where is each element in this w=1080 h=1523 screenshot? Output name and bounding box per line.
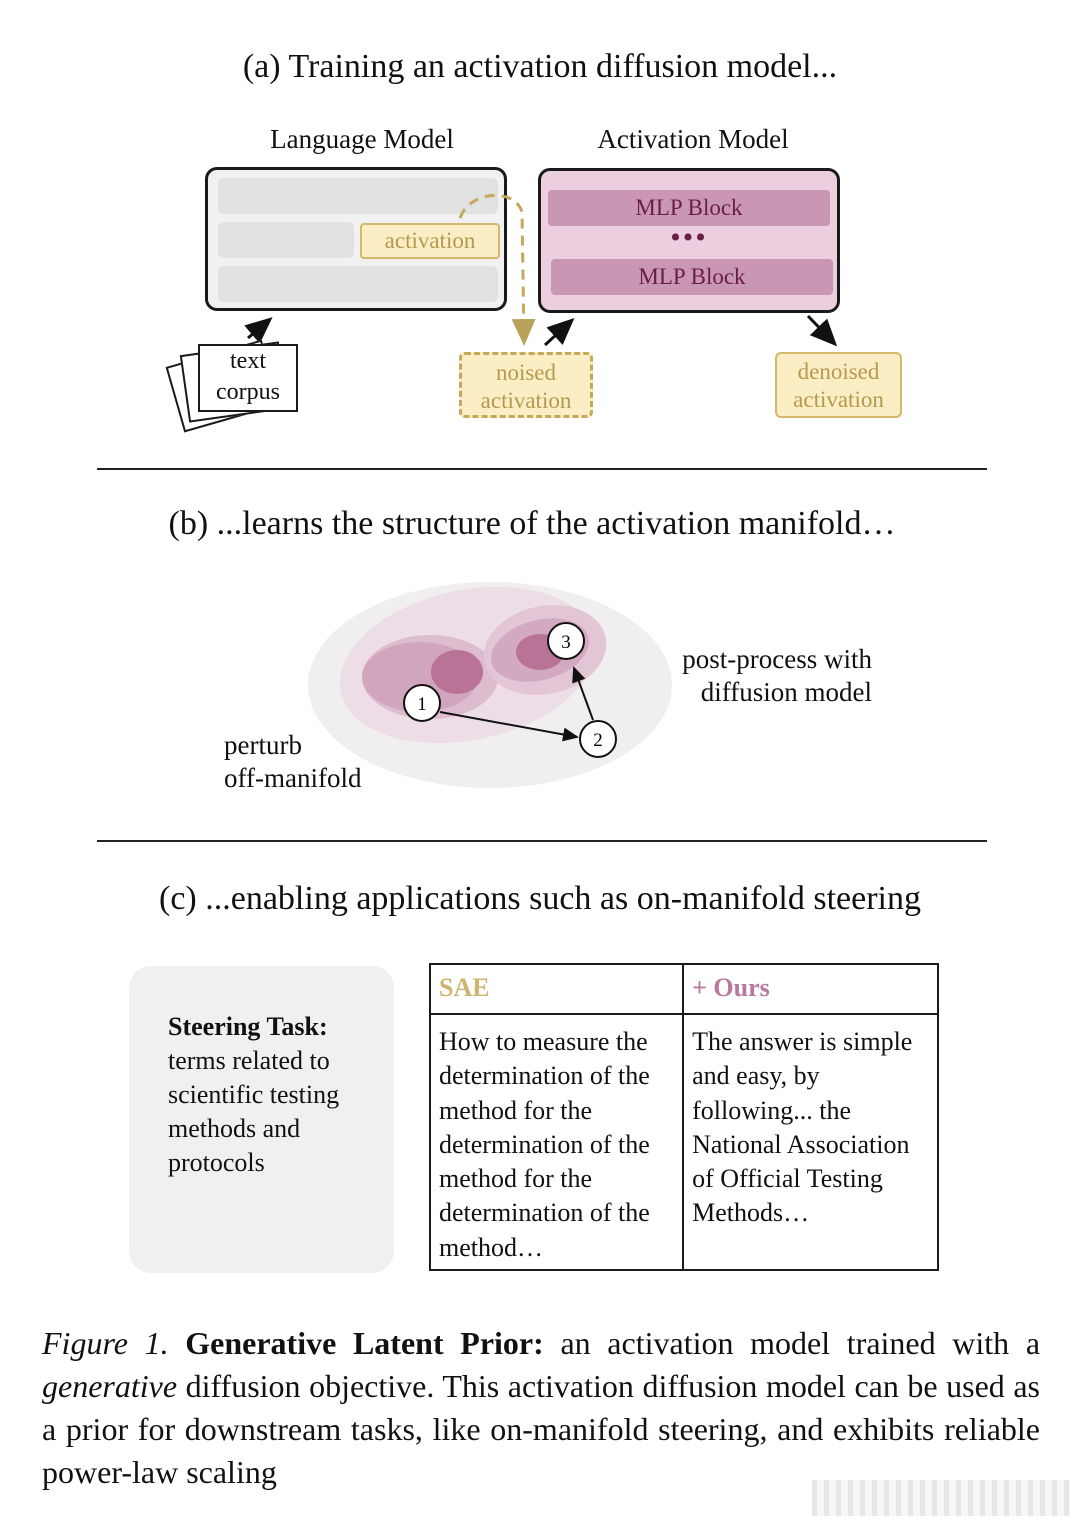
panel-b-title: (b) ...learns the structure of the activ… [168, 505, 896, 542]
arrow-corpus-to-lm [244, 317, 273, 344]
manifold-core-left [431, 650, 483, 694]
mlp-block-top: MLP Block [548, 190, 830, 226]
activation-model-label: Activation Model [597, 124, 789, 154]
mlp-block-bottom: MLP Block [551, 259, 833, 295]
lm-layer [218, 222, 354, 258]
noised-activation-line-2: activation [480, 388, 572, 413]
perturb-label-line-1: perturb [224, 730, 302, 760]
caption-label: Figure 1. [42, 1325, 169, 1361]
node-2: 2 [579, 720, 617, 758]
caption-text-2: diffusion objective. This activation dif… [42, 1368, 1040, 1490]
figure-caption: Figure 1. Generative Latent Prior: an ac… [42, 1322, 1040, 1494]
lm-layer [218, 266, 498, 302]
caption-text-1: an activation model trained with a [543, 1325, 1041, 1361]
comparison-table: SAE + Ours How to measure the determinat… [428, 963, 939, 1272]
panel-a-title: (a) Training an activation diffusion mod… [242, 48, 838, 85]
dashed-arrow-activation-to-noised [458, 194, 536, 346]
node-3-label: 3 [561, 632, 571, 653]
denoised-activation-line-1: denoised [797, 359, 880, 384]
sae-output-cell: How to measure the determination of the … [428, 1012, 685, 1272]
text-corpus-line-2: corpus [216, 379, 280, 405]
arrow-noised-to-am [543, 317, 575, 347]
header-ours: + Ours [682, 963, 939, 1015]
steering-task-heading: Steering Task: [168, 1012, 328, 1041]
activation-model-box: MLP Block ••• MLP Block [538, 168, 840, 313]
divider-a-b [97, 468, 987, 470]
language-model-label: Language Model [270, 124, 454, 154]
arrow-am-to-denoised [806, 314, 838, 347]
perturb-label: perturb off-manifold [224, 729, 361, 795]
postprocess-label-line-1: post-process with [682, 644, 872, 674]
language-model-box: activation [205, 167, 507, 311]
header-sae: SAE [428, 963, 685, 1015]
perturb-label-line-2: off-manifold [224, 763, 362, 793]
node-2-label: 2 [593, 730, 603, 751]
noised-activation-box: noised activation [459, 352, 593, 418]
denoised-activation-box: denoised activation [775, 352, 902, 418]
arrow-1-to-2 [439, 711, 579, 742]
node-3: 3 [547, 622, 585, 660]
text-corpus-line-1: text [230, 348, 266, 374]
caption-italic-word: generative [42, 1368, 178, 1404]
activation-chip: activation [360, 223, 500, 259]
node-1: 1 [403, 684, 441, 722]
postprocess-label: post-process with diffusion model [650, 643, 872, 709]
arrow-2-to-3 [572, 666, 594, 721]
text-corpus-card: text corpus [198, 344, 298, 412]
ours-output-cell: The answer is simple and easy, by follow… [682, 1012, 939, 1272]
table-row: How to measure the determination of the … [428, 1012, 939, 1272]
caption-title: Generative Latent Prior: [185, 1325, 544, 1361]
steering-task-description: terms related to scientific testing meth… [168, 1046, 340, 1177]
postprocess-label-line-2: diffusion model [700, 677, 872, 707]
node-1-label: 1 [417, 694, 427, 715]
steering-task-card [129, 966, 394, 1273]
divider-b-c [97, 840, 987, 842]
panel-c-title: (c) ...enabling applications such as on-… [159, 880, 921, 917]
panel-a-arrows [244, 194, 838, 347]
table-header-row: SAE + Ours [428, 963, 939, 1015]
watermark-overlay [812, 1480, 1070, 1516]
ellipsis-dots: ••• [670, 221, 708, 254]
denoised-activation-line-2: activation [793, 387, 884, 412]
steering-task-text: Steering Task: terms related to scientif… [168, 1010, 383, 1180]
noised-activation-line-1: noised [495, 360, 557, 385]
lm-layer [218, 178, 498, 214]
manifold-diagram: 1 2 3 [308, 582, 672, 788]
